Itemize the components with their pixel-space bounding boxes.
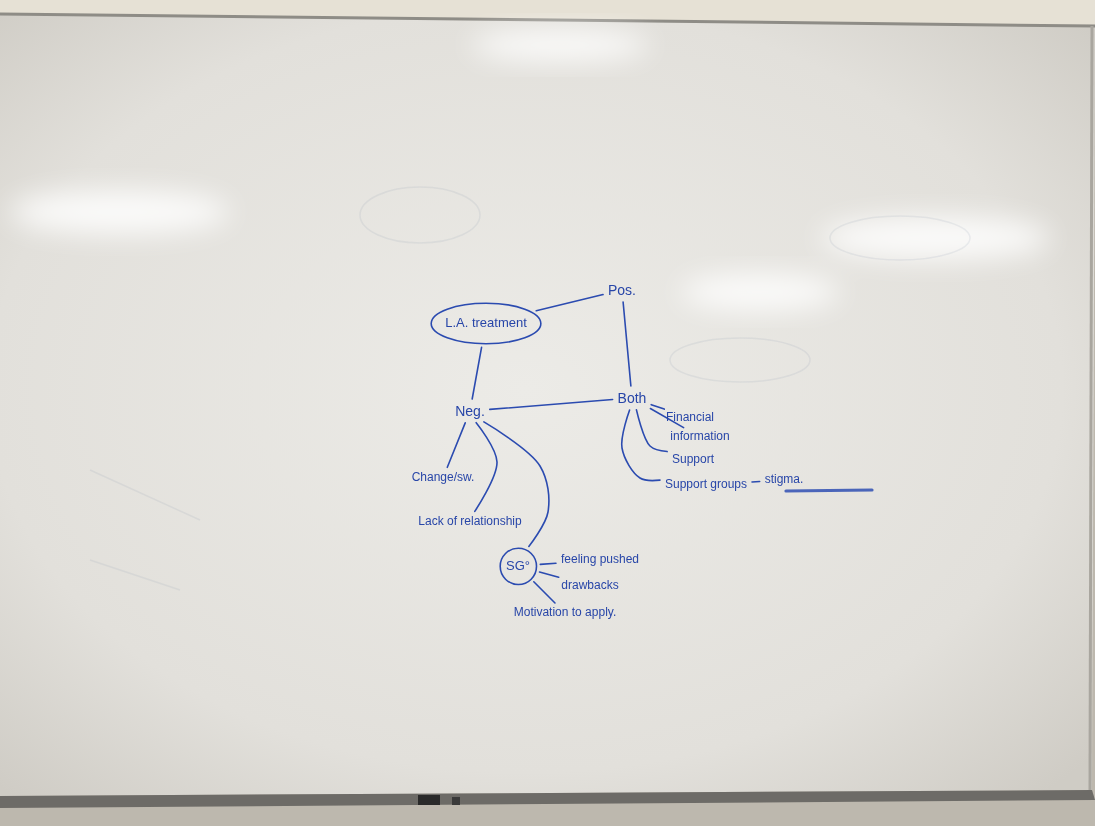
node-text: L.A. treatment [445, 316, 527, 331]
branch-line [752, 481, 760, 483]
topic-ellipse: L.A. treatment [430, 302, 542, 345]
branch-label: stigma. [763, 472, 806, 488]
branch-line [636, 410, 667, 452]
glare-spot [680, 274, 840, 310]
node-text: Pos. [608, 282, 636, 298]
branch-label: feeling pushed [559, 552, 641, 568]
ghost-mark [360, 187, 480, 243]
ghost-mark [90, 470, 200, 590]
branch-line [475, 423, 497, 512]
circled-node: SG° [499, 547, 538, 586]
branch-label: Financial [664, 410, 716, 426]
eraser [418, 795, 440, 805]
node-text: stigma. [765, 473, 804, 487]
node-text: feeling pushed [561, 553, 639, 567]
branch-label: Neg. [453, 402, 487, 420]
node-text: Both [618, 390, 647, 406]
branch-label: information [668, 429, 731, 445]
branch-label: Support [670, 452, 716, 468]
node-text: information [670, 430, 729, 444]
node-text: drawbacks [561, 579, 618, 593]
board-right-frame [1090, 26, 1092, 792]
marker-tray [0, 790, 1095, 808]
node-text: Financial [666, 411, 714, 425]
scribble-underline [786, 490, 872, 491]
branch-label: Pos. [606, 281, 638, 299]
branch-line [472, 347, 481, 399]
glare-spot [820, 216, 1050, 260]
ghost-mark [830, 216, 970, 260]
board-surface [0, 14, 1095, 796]
node-text: Support groups [665, 478, 747, 492]
branch-line [623, 302, 631, 386]
branch-line [622, 410, 660, 480]
marker [452, 797, 460, 805]
glare-spot [470, 29, 650, 61]
node-text: Change/sw. [412, 471, 475, 485]
branch-line [534, 582, 555, 603]
branch-label: Both [616, 389, 649, 407]
node-text: Motivation to apply. [514, 606, 617, 620]
branch-line [490, 400, 613, 410]
branch-label: Change/sw. [410, 470, 477, 486]
node-text: SG° [506, 559, 530, 574]
branch-line [536, 295, 603, 311]
outline-shape [500, 548, 536, 584]
branch-label: Lack of relationship [416, 514, 523, 530]
outline-shape [431, 303, 541, 344]
branch-label: drawbacks [559, 578, 620, 594]
branch-label: Support groups [663, 477, 749, 493]
branch-line [540, 563, 556, 564]
branch-line [540, 572, 559, 577]
branch-label: Motivation to apply. [512, 605, 619, 621]
erased-ghost-marks [90, 187, 970, 590]
node-text: Neg. [455, 403, 485, 419]
branch-line [447, 423, 465, 467]
ghost-mark [670, 338, 810, 382]
node-text: Support [672, 453, 714, 467]
node-text: Lack of relationship [418, 515, 521, 529]
board-top-frame [0, 14, 1095, 26]
glare-spot [10, 190, 230, 234]
glare [10, 29, 1050, 310]
branch-line [651, 405, 664, 409]
